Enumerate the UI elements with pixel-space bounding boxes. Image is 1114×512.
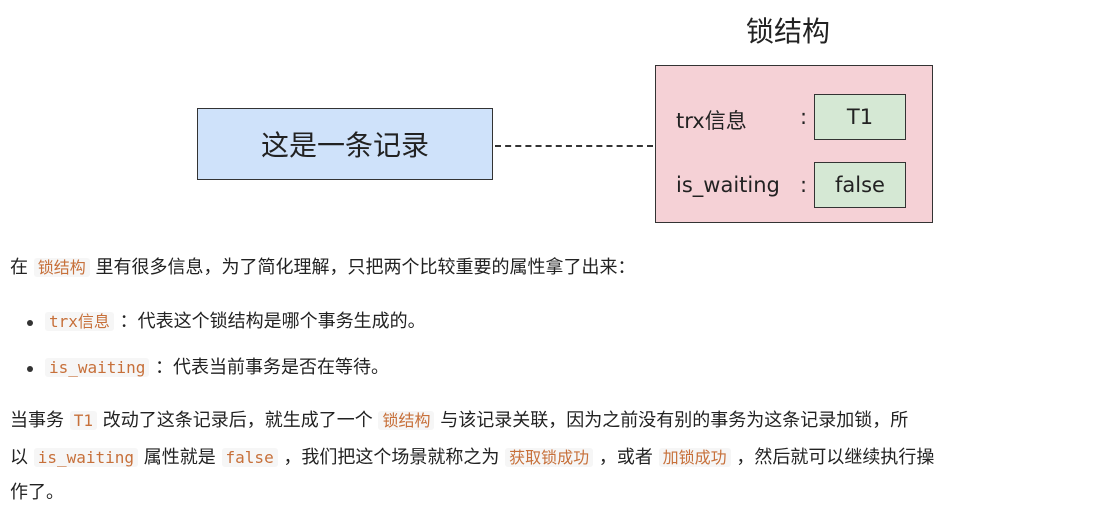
field-label-is-waiting: is_waiting [676,173,780,197]
lock-structure-title: 锁结构 [746,15,831,48]
text-segment: 与该记录关联，因为之前没有别的事务为这条记录加锁，所 [440,410,909,431]
list-item-trx: trx信息 ：代表这个锁结构是哪个事务生成的。 [45,307,426,337]
text-segment: ，我们把这个场景就称之为 [283,447,500,468]
inline-code-lock-acquired: 获取锁成功 [505,448,594,467]
text-segment: 作了。 [10,482,64,503]
list-item-is-waiting-text: ：代表当前事务是否在等待。 [155,357,390,378]
field-value-is-waiting-text: false [835,173,885,197]
field-value-is-waiting: false [814,162,906,208]
bullet-dot [27,366,33,372]
inline-code-is-waiting: is_waiting [33,448,139,467]
inline-code-lock-success: 加锁成功 [658,448,731,467]
dashed-connector [495,145,653,147]
paragraph-explanation-line3: 作了。 [10,478,64,508]
paragraph-intro-post: 里有很多信息，为了简化理解，只把两个比较重要的属性拿了出来： [95,257,636,278]
text-segment: 改动了这条记录后，就生成了一个 [102,410,373,431]
field-value-trx: T1 [814,94,906,140]
text-segment: 当事务 [10,410,64,431]
list-item-is-waiting: is_waiting ：代表当前事务是否在等待。 [45,353,389,383]
paragraph-intro-pre: 在 [10,257,28,278]
paragraph-explanation-line2: 以 is_waiting 属性就是 false ，我们把这个场景就称之为 获取锁… [10,443,934,473]
field-label-trx: trx信息 [676,109,747,133]
text-segment: 以 [10,447,28,468]
inline-code-trx: trx信息 [45,312,114,331]
field-colon-is-waiting: : [800,173,808,197]
inline-code-is-waiting: is_waiting [45,358,150,377]
record-label: 这是一条记录 [260,129,429,162]
text-segment: ，然后就可以继续执行操 [736,447,935,468]
field-value-trx-text: T1 [846,105,874,129]
list-item-trx-text: ：代表这个锁结构是哪个事务生成的。 [119,311,426,332]
record-box: 这是一条记录 [197,108,493,180]
inline-code-t1: T1 [69,411,97,430]
inline-code-lock-structure: 锁结构 [33,258,90,277]
inline-code-false: false [221,448,278,467]
bullet-dot [27,320,33,326]
text-segment: ，或者 [598,447,653,468]
paragraph-explanation-line1: 当事务 T1 改动了这条记录后，就生成了一个 锁结构 与该记录关联，因为之前没有… [10,406,908,436]
text-segment: 属性就是 [143,447,216,468]
paragraph-intro: 在 锁结构 里有很多信息，为了简化理解，只把两个比较重要的属性拿了出来： [10,253,635,283]
inline-code-lock-structure: 锁结构 [378,411,435,430]
field-colon-trx: : [800,105,808,129]
